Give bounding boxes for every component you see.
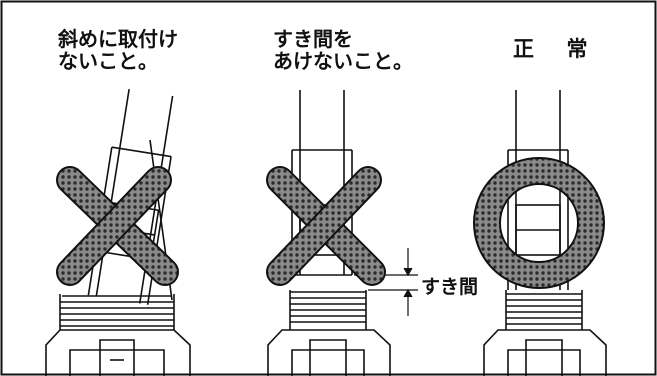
fitting-body-1 — [45, 329, 191, 376]
caption-gap-line-1: すき間を — [273, 27, 353, 51]
caption-correct: 正 常 — [513, 38, 600, 60]
fitting-body-2 — [267, 329, 391, 376]
caption-gap: すき間を あけないこと。 — [273, 28, 413, 72]
thread-3 — [505, 290, 583, 330]
thread-2 — [289, 290, 367, 330]
caption-slanted-line-1: 斜めに取付け — [58, 27, 178, 51]
caption-slanted-line-2: ないこと。 — [58, 49, 158, 73]
caption-correct-line-1: 正 常 — [513, 37, 601, 61]
fitting-body-3 — [483, 329, 607, 376]
caption-slanted: 斜めに取付け ないこと。 — [58, 28, 178, 72]
thread-1 — [59, 294, 175, 330]
correct-mark — [473, 157, 605, 289]
gap-label: すき間 — [421, 276, 479, 298]
incorrect-mark-1 — [56, 166, 179, 286]
incorrect-mark-2 — [266, 166, 386, 286]
caption-gap-line-2: あけないこと。 — [273, 49, 413, 73]
